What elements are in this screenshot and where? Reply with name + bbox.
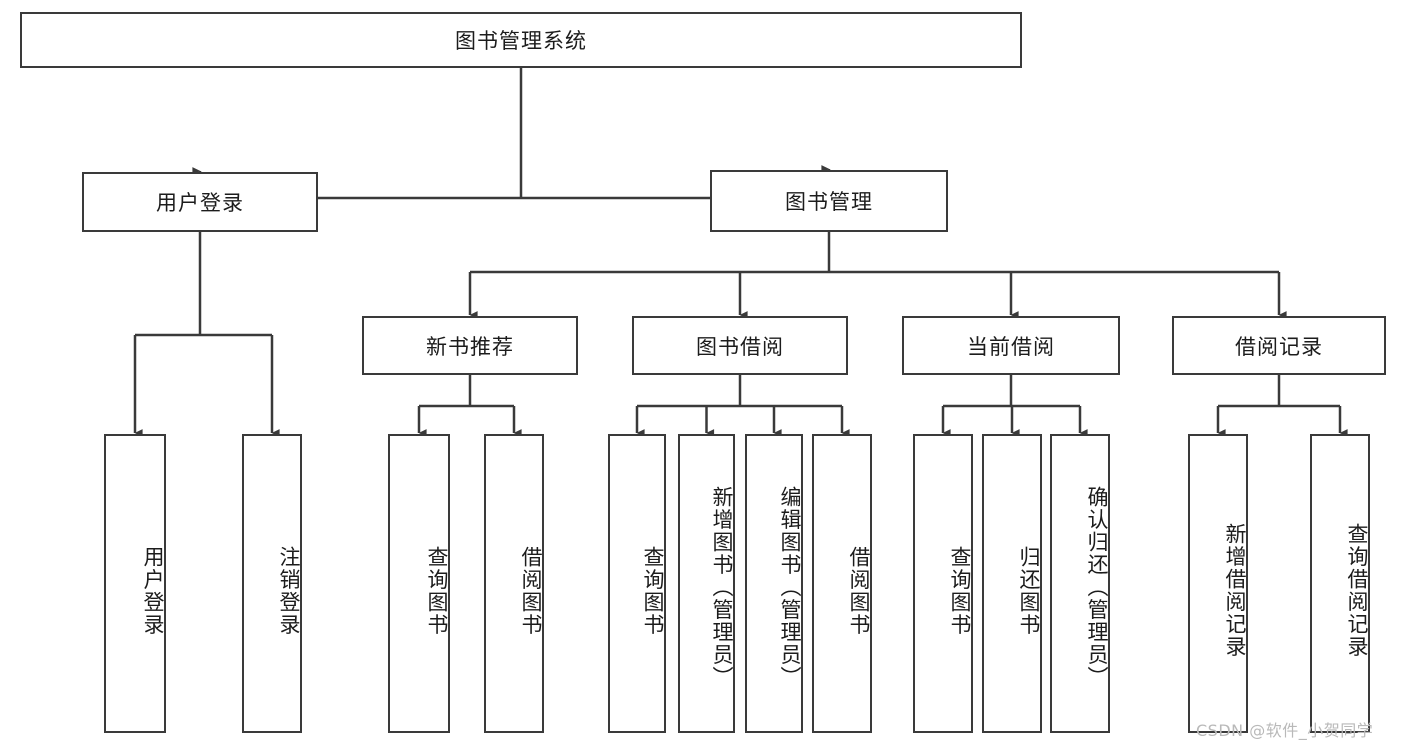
node-label: 编辑图书（管理员） (778, 486, 802, 689)
node-label: 当前借阅 (967, 334, 1055, 359)
node-label: 新书推荐 (426, 334, 514, 359)
node-leaf-query-borrow-record[interactable]: 查询借阅记录 (1310, 434, 1370, 733)
node-leaf-add-borrow-record[interactable]: 新增借阅记录 (1188, 434, 1248, 733)
node-label: 图书管理 (785, 190, 873, 214)
node-label: 用户登录 (156, 191, 244, 215)
node-label: 图书管理系统 (455, 29, 587, 53)
node-label: 新增图书（管理员） (710, 486, 734, 689)
node-book-borrow[interactable]: 图书借阅 (632, 316, 848, 375)
node-leaf-query-book-1[interactable]: 查询图书 (388, 434, 450, 733)
node-label: 新增借阅记录 (1223, 523, 1247, 658)
node-leaf-borrow-book-1[interactable]: 借阅图书 (484, 434, 544, 733)
node-label: 借阅图书 (847, 545, 871, 636)
node-label: 查询图书 (641, 545, 665, 636)
node-label: 确认归还（管理员） (1085, 486, 1109, 689)
node-leaf-query-book-2[interactable]: 查询图书 (608, 434, 666, 733)
node-label: 借阅图书 (519, 545, 543, 636)
node-label: 归还图书 (1017, 545, 1041, 636)
node-current-borrow[interactable]: 当前借阅 (902, 316, 1120, 375)
csdn-watermark: CSDN @软件_小贺同学 (1196, 721, 1374, 740)
node-label: 用户登录 (141, 545, 165, 636)
node-leaf-edit-book-admin[interactable]: 编辑图书（管理员） (745, 434, 803, 733)
node-label: 查询图书 (425, 545, 449, 636)
connector-lines (133, 68, 1348, 437)
node-leaf-logout[interactable]: 注销登录 (242, 434, 302, 733)
node-user-login[interactable]: 用户登录 (82, 172, 318, 232)
node-leaf-borrow-book-2[interactable]: 借阅图书 (812, 434, 872, 733)
node-borrow-record[interactable]: 借阅记录 (1172, 316, 1386, 375)
node-book-manage[interactable]: 图书管理 (710, 170, 948, 232)
node-leaf-user-login[interactable]: 用户登录 (104, 434, 166, 733)
node-new-book-recommend[interactable]: 新书推荐 (362, 316, 578, 375)
node-root[interactable]: 图书管理系统 (20, 12, 1022, 68)
node-leaf-query-book-3[interactable]: 查询图书 (913, 434, 973, 733)
node-label: 查询借阅记录 (1345, 523, 1369, 658)
node-label: 查询图书 (948, 545, 972, 636)
node-leaf-return-book[interactable]: 归还图书 (982, 434, 1042, 733)
node-label: 图书借阅 (696, 334, 784, 359)
node-label: 借阅记录 (1235, 334, 1323, 359)
node-leaf-confirm-return-admin[interactable]: 确认归还（管理员） (1050, 434, 1110, 733)
node-label: 注销登录 (277, 545, 301, 636)
node-leaf-add-book-admin[interactable]: 新增图书（管理员） (678, 434, 735, 733)
